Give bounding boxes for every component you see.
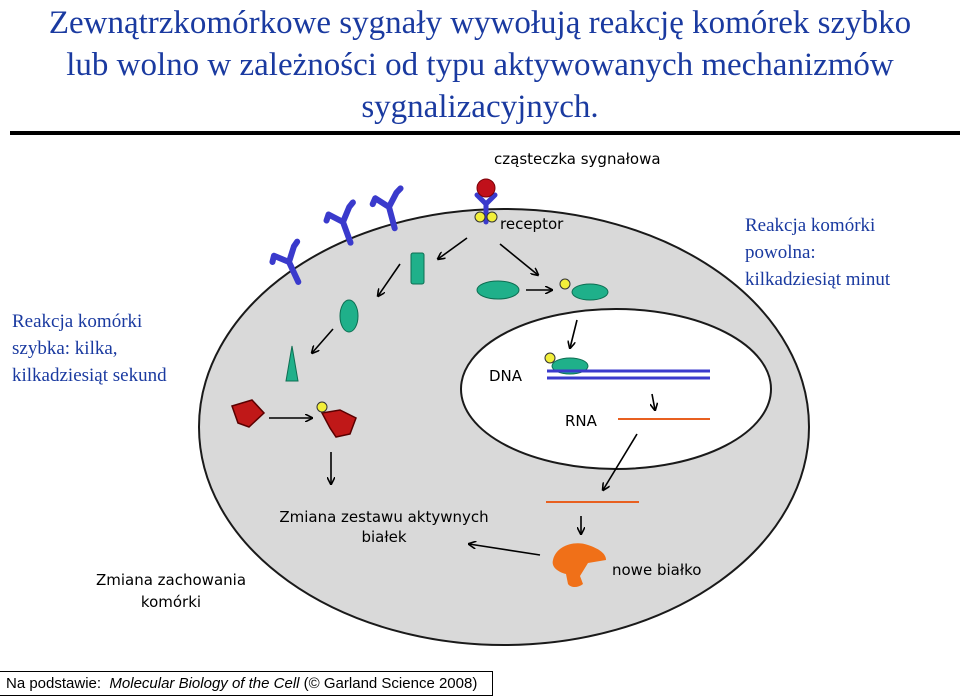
title-divider (10, 131, 960, 135)
fast-response-label: Reakcja komórki szybka: kilka, kilkadzie… (12, 311, 167, 386)
signal-molecule (476, 178, 496, 198)
receptor-y-3 (369, 185, 404, 232)
kinase-inactive (231, 399, 266, 428)
nucleus (460, 308, 772, 470)
green-protein-triangle (285, 345, 299, 382)
green-protein-rect (410, 252, 425, 285)
phosphate-dot (486, 211, 498, 223)
phosphate-dot (474, 211, 486, 223)
signal-receptor (474, 178, 498, 225)
behavior-change-label: Zmiana zachowania komórki (95, 571, 247, 611)
pathway-arrows (269, 237, 655, 556)
transcription-factor-2 (571, 283, 609, 301)
slow-response-label: Reakcja komórki powolna: kilkadziesiąt m… (745, 215, 891, 290)
receptor-y-2 (323, 199, 356, 246)
transcription-factor-1 (476, 280, 520, 300)
signal-molecule-label: cząsteczka sygnałowa (494, 150, 661, 168)
footer-suffix: (© Garland Science 2008) (303, 675, 478, 692)
receptor-y-1 (269, 238, 302, 285)
phosphate-dot (316, 401, 328, 413)
page-title: Zewnątrzkomórkowe sygnały wywołują reakc… (0, 2, 960, 128)
kinase-active (320, 409, 357, 438)
source-footer: Na podstawie: Molecular Biology of the C… (0, 671, 493, 696)
green-protein-oval (339, 299, 359, 333)
dna-label: DNA (489, 367, 523, 385)
receptor-label: receptor (500, 215, 564, 233)
footer-prefix: Na podstawie: (6, 675, 102, 692)
new-protein-label: nowe białko (612, 561, 702, 579)
footer-book-title: Molecular Biology of the Cell (109, 675, 300, 692)
phosphate-dot (559, 278, 571, 290)
protein-change-label: Zmiana zestawu aktywnych białek (279, 508, 489, 546)
title-line-1: Zewnątrzkomórkowe sygnały wywołują reakc… (48, 5, 912, 41)
new-protein-shape (552, 543, 606, 587)
title-line-2: lub wolno w zależności od typu aktywowan… (66, 47, 894, 83)
phosphate-dot (544, 352, 556, 364)
title-line-3: sygnalizacyjnych. (361, 89, 599, 125)
rna-label: RNA (565, 412, 597, 430)
